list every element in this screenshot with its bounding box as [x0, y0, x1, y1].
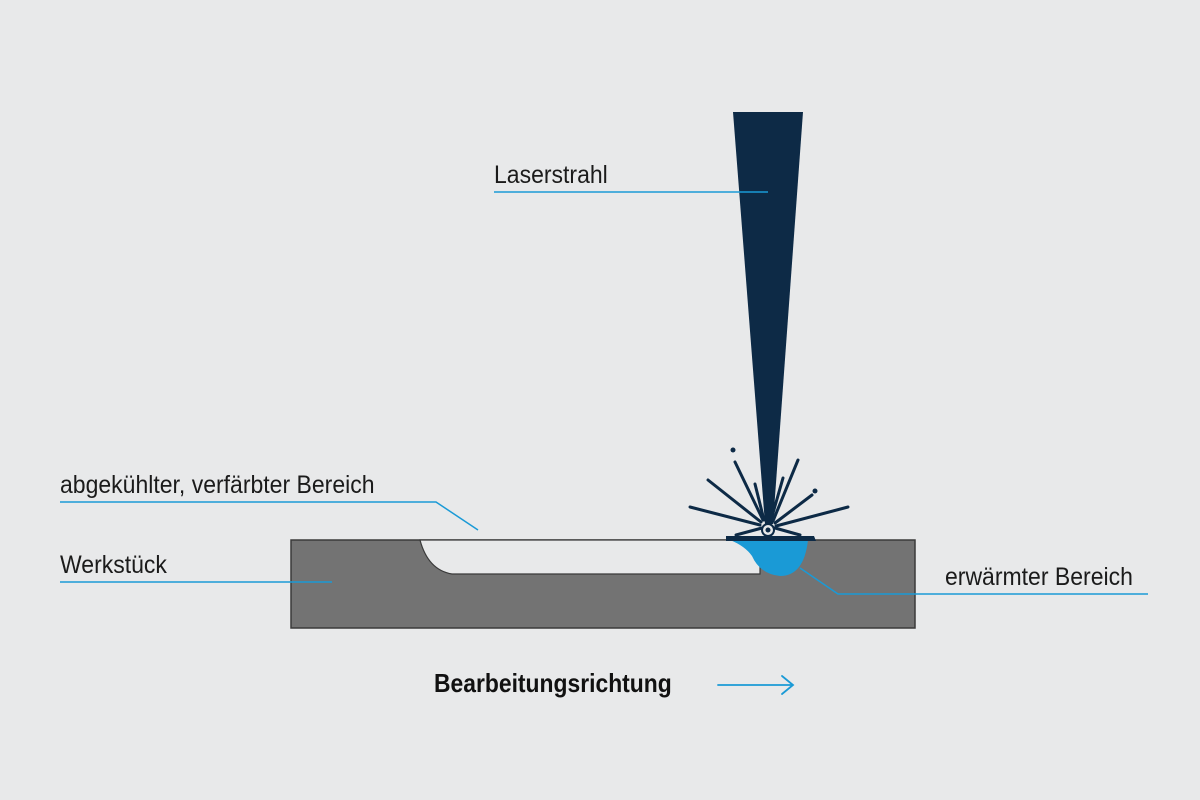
spark-dot: [730, 447, 736, 453]
cooled-track: [419, 539, 761, 575]
leader-line-cooled-area: [60, 501, 479, 531]
label-laser-beam: Laserstrahl: [494, 161, 608, 189]
heated-zone: [730, 540, 808, 576]
label-cooled-area: abgekühlter, verfärbter Bereich: [60, 471, 375, 499]
label-workpiece: Werkstück: [60, 551, 167, 579]
label-heated-area: erwärmter Bereich: [945, 563, 1133, 591]
laser-beam: [733, 112, 803, 524]
direction-label: Bearbeitungsrichtung: [434, 668, 672, 698]
direction-arrow: [717, 675, 795, 695]
laser-focus-core: [765, 527, 771, 533]
leader-line-heated-area: [799, 567, 1148, 595]
spark-dot: [812, 488, 818, 494]
leader-lines: [60, 191, 1148, 595]
sparks: [688, 458, 850, 537]
surface-plate: [726, 536, 816, 541]
